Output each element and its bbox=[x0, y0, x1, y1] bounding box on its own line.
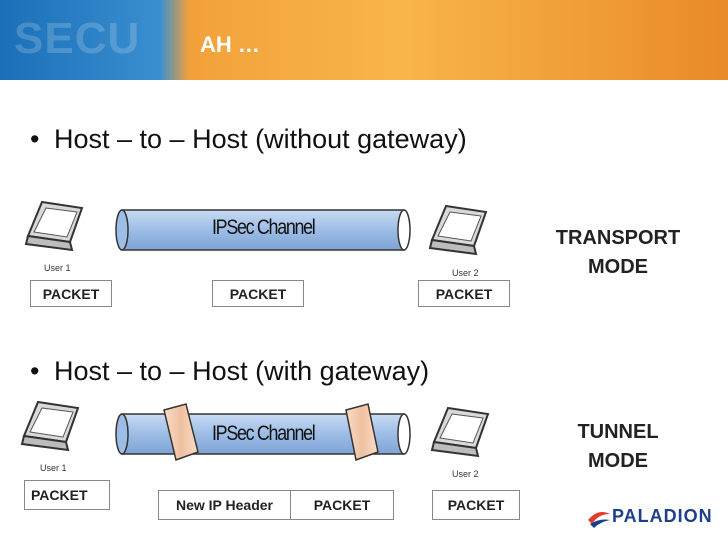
mode-line: MODE bbox=[588, 256, 648, 278]
laptop-icon bbox=[24, 200, 84, 252]
ipsec-channel-tube bbox=[115, 403, 411, 462]
paladion-logo-icon bbox=[588, 512, 610, 528]
bullet-without-gateway: •Host – to – Host (without gateway) bbox=[30, 124, 467, 154]
user2-label: User 2 bbox=[452, 268, 479, 278]
user1-label: User 1 bbox=[40, 463, 67, 473]
laptop-icon bbox=[20, 400, 80, 452]
laptop-icon bbox=[430, 406, 490, 458]
channel-label-1: IPSec Channel bbox=[212, 216, 316, 239]
header-watermark: SECU bbox=[14, 14, 141, 63]
bullet-text-2: Host – to – Host (with gateway) bbox=[54, 356, 430, 386]
packet-box: PACKET bbox=[212, 280, 304, 307]
bullet-text-1: Host – to – Host (without gateway) bbox=[54, 124, 467, 154]
packet-box: PACKET bbox=[418, 280, 510, 307]
mode-line: TRANSPORT bbox=[555, 227, 681, 249]
transport-mode-label: TRANSPORT MODE bbox=[540, 224, 696, 282]
paladion-logo: PALADION bbox=[612, 506, 713, 526]
mode-line: TUNNEL bbox=[577, 421, 659, 443]
packet-box: PACKET bbox=[30, 280, 112, 307]
packet-box: PACKET bbox=[291, 491, 393, 519]
tunnel-mode-label: TUNNEL MODE bbox=[548, 418, 688, 476]
ipsec-channel-tube bbox=[115, 209, 411, 251]
packet-box: PACKET bbox=[24, 480, 110, 510]
slide-header: SECU AH … bbox=[0, 0, 728, 80]
new-ip-header-box: New IP Header bbox=[159, 491, 291, 519]
user2-label: User 2 bbox=[452, 469, 479, 479]
laptop-icon bbox=[428, 204, 488, 256]
bullet-with-gateway: •Host – to – Host (with gateway) bbox=[30, 356, 430, 386]
tunnel-packet: New IP Header PACKET bbox=[158, 490, 394, 520]
packet-box: PACKET bbox=[432, 490, 520, 520]
channel-label-2: IPSec Channel bbox=[212, 422, 316, 445]
slide-title: AH … bbox=[200, 32, 260, 57]
user1-label: User 1 bbox=[44, 263, 71, 273]
mode-line: MODE bbox=[588, 450, 648, 472]
